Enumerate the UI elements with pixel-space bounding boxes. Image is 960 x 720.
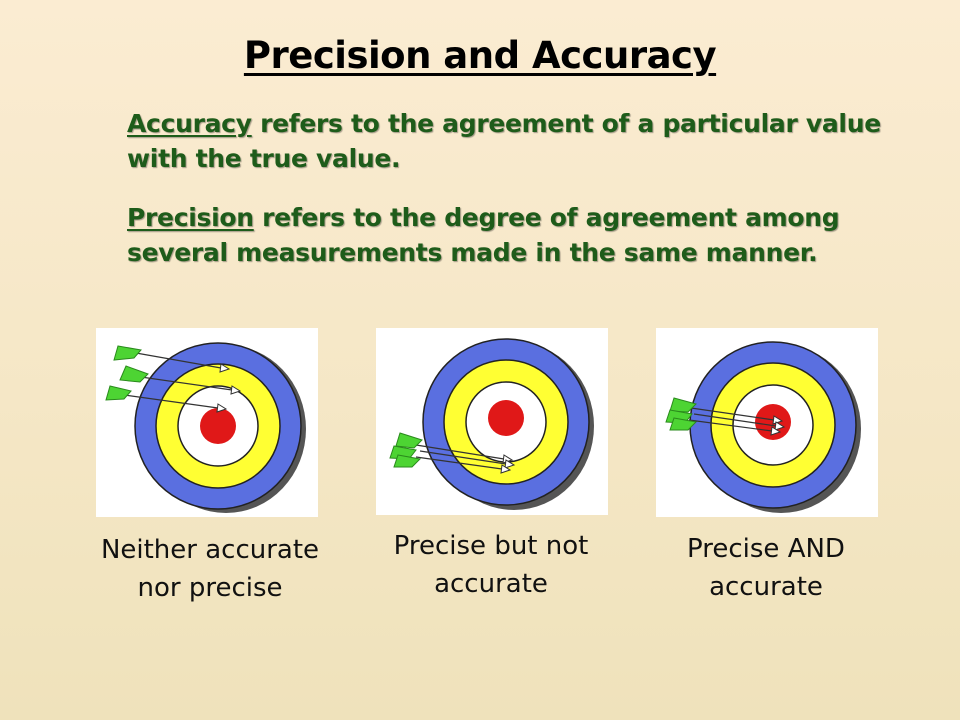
target-arrows-clustered-off-center-icon	[389, 338, 594, 510]
accuracy-definition: Accuracy refers to the agreement of a pa…	[127, 106, 887, 176]
target-image-neither	[96, 328, 318, 517]
target-image-precise-accurate	[656, 328, 878, 517]
caption-precise: Precise but not accurate	[393, 531, 589, 599]
accuracy-definition-text: refers to the agreement of a particular …	[127, 109, 881, 173]
caption-neither: Neither accurate nor precise	[100, 535, 320, 603]
target-arrows-bullseye-icon	[665, 341, 861, 513]
precision-definition: Precision refers to the degree of agreem…	[127, 200, 887, 270]
accuracy-term: Accuracy	[127, 109, 252, 138]
target-image-precise	[376, 328, 608, 515]
caption-precise-accurate: Precise AND accurate	[687, 534, 845, 602]
target-arrows-scattered-icon	[105, 342, 306, 513]
precision-term: Precision	[127, 203, 254, 232]
precision-definition-text: refers to the degree of agreement among …	[127, 203, 840, 267]
slide-title: Precision and Accuracy	[243, 34, 717, 77]
